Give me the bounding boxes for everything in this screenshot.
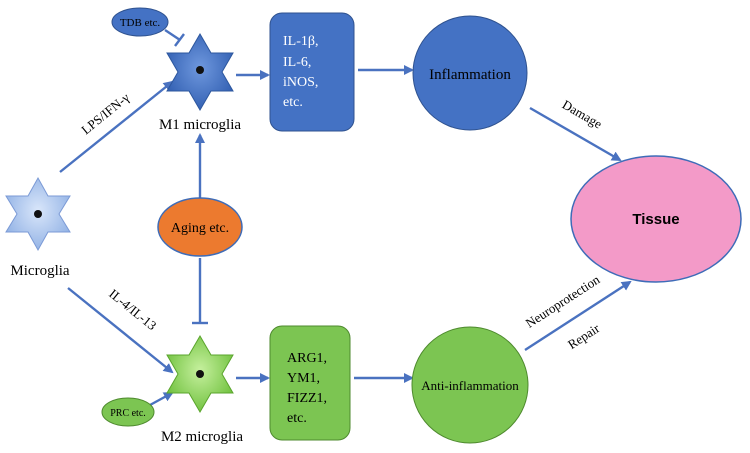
- m2-marker: YM1,: [287, 371, 320, 386]
- m2-markers-box: [269, 325, 351, 441]
- arrow-microglia-to-m2: [67, 287, 174, 374]
- m1-nucleus: [196, 66, 204, 74]
- damage-label: Damage: [560, 97, 605, 132]
- prc-label: PRC etc.: [110, 408, 146, 419]
- m2-marker: etc.: [287, 411, 307, 426]
- m1-label: M1 microglia: [159, 117, 241, 133]
- anti-inflammation-label: Anti-inflammation: [421, 378, 519, 393]
- m1-markers-list: IL-1β, IL-6, iNOS, etc.: [283, 34, 319, 110]
- aging-label: Aging etc.: [171, 221, 229, 236]
- m1-markers-box: [269, 12, 355, 132]
- arrow-prc-to-m2: [149, 391, 174, 407]
- tissue-node: [570, 155, 742, 283]
- m1-marker: iNOS,: [283, 75, 318, 90]
- arrow-inflammation-to-tissue: [529, 106, 622, 162]
- microglia-nucleus: [34, 210, 42, 218]
- aging-node: [157, 197, 243, 257]
- anti-inflammation-node: [411, 326, 529, 444]
- prc-node: [101, 397, 155, 427]
- m1-marker: IL-1β,: [283, 34, 319, 49]
- inflammation-node: [412, 15, 528, 131]
- m2-marker: ARG1,: [287, 351, 327, 366]
- m1-marker: IL-6,: [283, 55, 311, 70]
- m2-markers-list: ARG1, YM1, FIZZ1, etc.: [287, 351, 327, 426]
- m2-marker: FIZZ1,: [287, 391, 327, 406]
- m2-microglia-cell: [166, 335, 234, 413]
- m2-label: M2 microglia: [161, 429, 243, 445]
- lps-label: LPS/IFN-γ: [78, 90, 132, 138]
- tdb-label: TDB etc.: [120, 17, 161, 29]
- microglia-cell: [5, 176, 71, 252]
- arrow-microglia-to-m1: [59, 80, 174, 173]
- m1-microglia-cell: [166, 33, 234, 111]
- tissue-label: Tissue: [632, 211, 679, 228]
- inhibit-bar-m1: [174, 33, 185, 47]
- m1-marker: etc.: [283, 95, 303, 110]
- repair-label: Repair: [565, 320, 603, 352]
- m2-nucleus: [196, 370, 204, 378]
- arrow-anti-inflammation-to-tissue: [524, 280, 632, 352]
- inhibit-tdb-to-m1: [164, 29, 181, 41]
- microglia-label: Microglia: [10, 263, 69, 279]
- inflammation-label: Inflammation: [429, 67, 511, 83]
- tdb-node: [111, 7, 169, 37]
- arrows: [59, 29, 632, 407]
